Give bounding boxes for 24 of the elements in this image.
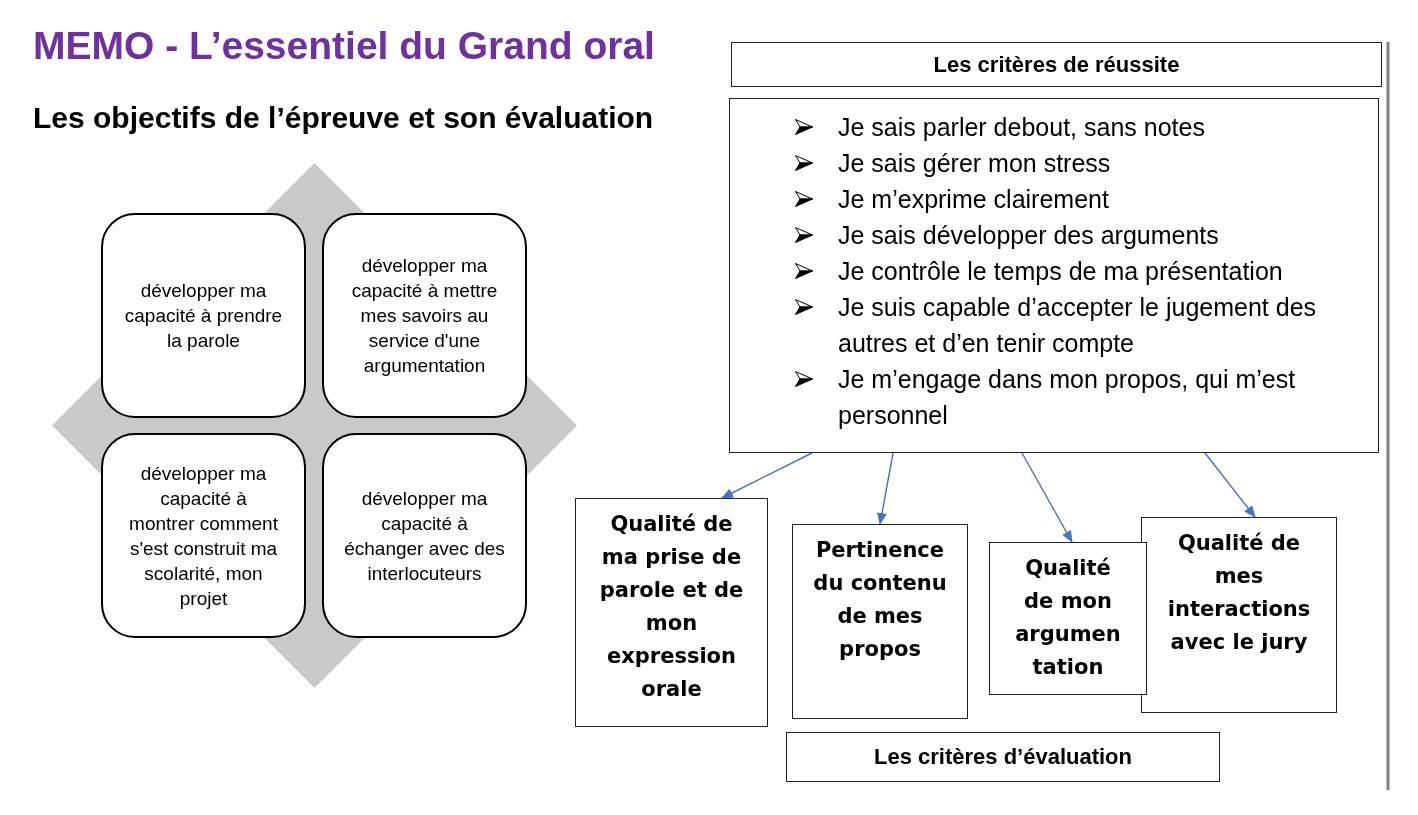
list-item-text: Je m’engage dans mon propos, qui m’est personnel [838,363,1297,431]
subtitle: Les objectifs de l’épreuve et son évaluation [33,100,654,136]
criterion-box: Qualité de ma prise de parole et de mon expression orale [575,498,768,727]
rounded-text-box: développer ma capacité à montrer comment s'est construit ma scolarité, mon projet [101,433,306,638]
list-item-text: Je sais développer des arguments [838,219,1219,251]
heading-box: Les critères de réussite [731,42,1382,87]
rounded-text-box: développer ma capacité à échanger avec des interlocuteurs [322,433,527,638]
page-title: MEMO - L’essentiel du Grand oral [33,23,655,69]
criteria-list-panel [729,98,1379,453]
criterion-box: Qualité de mon argumentation [989,542,1147,695]
criterion-box: Pertinence du contenu de mes propos [792,524,968,719]
heading-box: Les critères d’évaluation [786,732,1220,782]
list-item-text: Je contrôle le temps de ma présentation [838,255,1283,287]
arrow [721,452,813,499]
list-item-text: Je m’exprime clairement [838,183,1109,215]
criterion-box: Qualité de mes interactions avec le jury [1141,517,1337,713]
arrow [1204,452,1256,518]
list-item-text: Je sais parler debout, sans notes [838,111,1205,143]
rounded-text-box: développer ma capacité à prendre la parole [101,213,306,418]
arrow [877,452,894,525]
list-item-text: Je sais gérer mon stress [838,147,1111,179]
rounded-text-box: développer ma capacité à mettre mes savoirs au service d'une argumentation [322,213,527,418]
list-item-text: Je suis capable d’accepter le jugement des autres et d’en tenir compte [838,291,1318,359]
arrow [1021,452,1073,543]
